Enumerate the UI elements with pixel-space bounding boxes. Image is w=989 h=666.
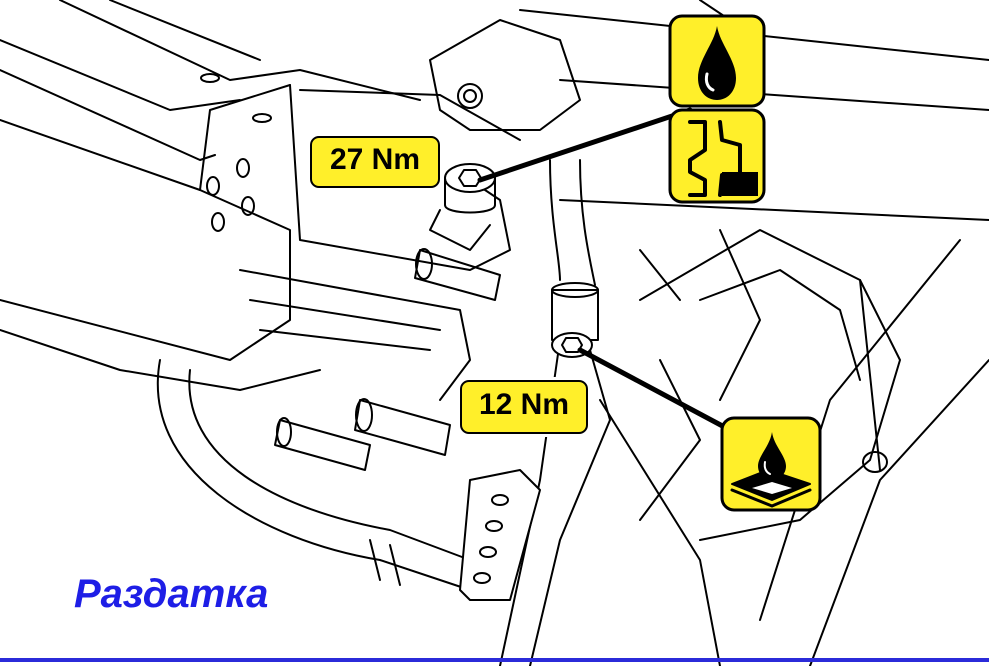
diagram-caption: Раздатка [74,572,269,616]
torque-label-upper: 27 Nm [310,136,440,188]
footer-divider [0,658,989,662]
lower-tube [157,359,471,591]
bolt-upper [429,163,496,251]
mounting-boss [429,19,581,131]
cross-member [599,229,989,666]
hose-fittings [274,248,501,471]
oil-drop-icon [668,14,766,108]
sealant-icon [720,416,822,512]
pipe-fitting-icon [668,108,766,204]
transfer-case-housing [0,84,521,401]
upper-rail [0,0,421,161]
perforated-bracket [459,469,541,601]
torque-label-lower: 12 Nm [460,380,588,434]
leader-lines [477,107,733,433]
